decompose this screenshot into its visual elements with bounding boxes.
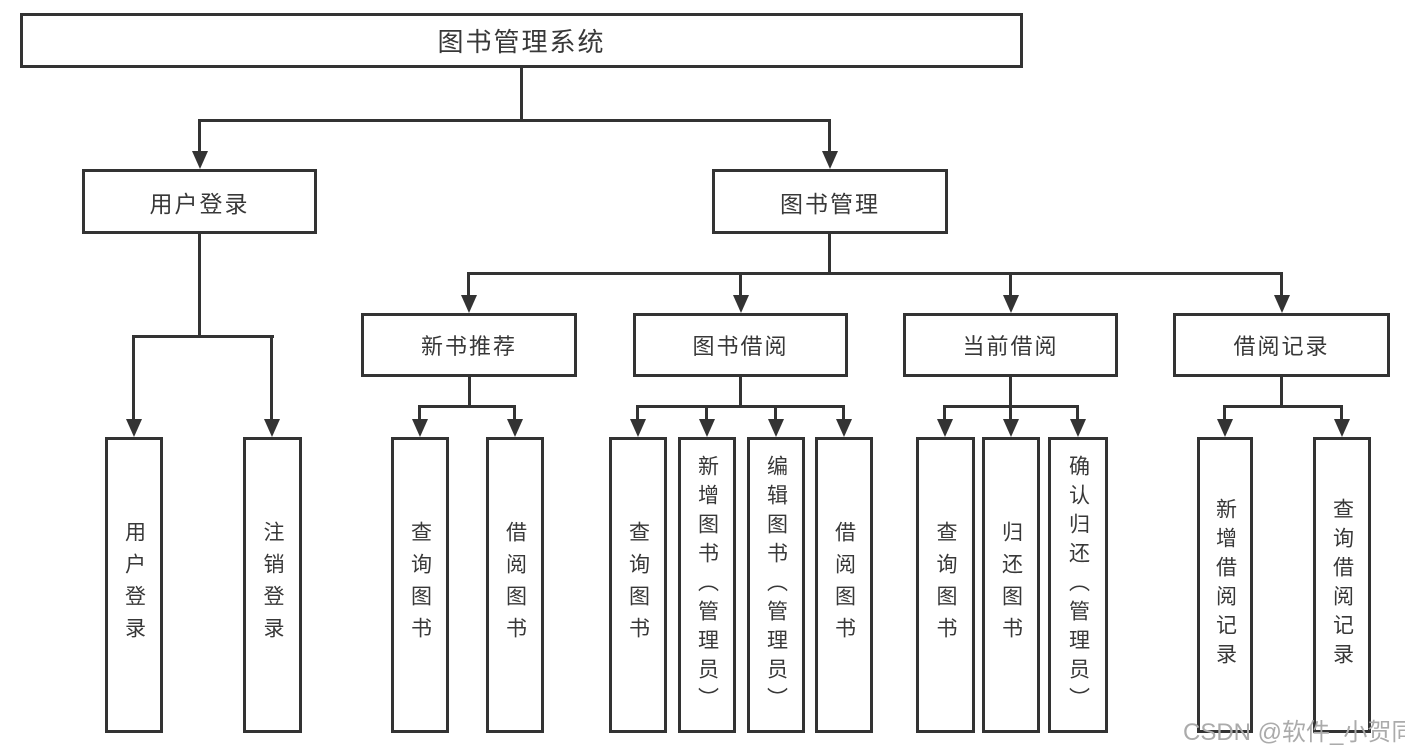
arrow-down-icon [836, 419, 852, 437]
connector-rail [133, 335, 274, 338]
connector-arrow-line [1076, 405, 1079, 420]
connector-arrow-line [418, 405, 421, 420]
arrow-down-icon [937, 419, 953, 437]
node-current-borrowing: 当前借阅 [903, 313, 1118, 377]
arrow-down-icon [699, 419, 715, 437]
arrow-down-icon [1274, 295, 1290, 313]
arrow-down-icon [461, 295, 477, 313]
connector-arrow-line [774, 405, 777, 420]
connector-arrow-line [636, 405, 639, 420]
connector-stem [1009, 377, 1012, 407]
node-leaf-br-add-record: 新增借阅记录 [1197, 437, 1253, 733]
connector-arrow-line [1280, 272, 1283, 297]
node-leaf-cb-confirm-return-admin: 确认归还（管理员） [1048, 437, 1108, 733]
connector-arrow-line [828, 119, 831, 152]
connector-arrow-line [1223, 405, 1226, 420]
node-leaf-br-query-record: 查询借阅记录 [1313, 437, 1371, 733]
node-leaf-cb-return-books: 归还图书 [982, 437, 1040, 733]
connector-arrow-line [513, 405, 516, 420]
connector-arrow-line [467, 272, 470, 297]
connector-stem [739, 377, 742, 407]
arrow-down-icon [264, 419, 280, 437]
connector-rail [1224, 405, 1343, 408]
csdn-watermark: CSDN @软件_小贺同学 [1183, 719, 1405, 746]
connector-rail [637, 405, 845, 408]
connector-rail [468, 272, 1283, 275]
connector-stem [198, 234, 201, 338]
node-borrowing-records: 借阅记录 [1173, 313, 1390, 377]
node-leaf-logout: 注销登录 [243, 437, 302, 733]
connector-arrow-line [842, 405, 845, 420]
node-book-borrowing: 图书借阅 [633, 313, 848, 377]
arrow-down-icon [192, 151, 208, 169]
arrow-down-icon [1217, 419, 1233, 437]
connector-arrow-line [705, 405, 708, 420]
arrow-down-icon [1003, 295, 1019, 313]
arrow-down-icon [822, 151, 838, 169]
node-library-system: 图书管理系统 [20, 13, 1023, 68]
arrow-down-icon [768, 419, 784, 437]
connector-arrow-line [132, 335, 135, 420]
arrow-down-icon [126, 419, 142, 437]
arrow-down-icon [1003, 419, 1019, 437]
arrow-down-icon [630, 419, 646, 437]
connector-rail [419, 405, 516, 408]
connector-arrow-line [270, 335, 273, 420]
node-leaf-bb-add-books-admin: 新增图书（管理员） [678, 437, 736, 733]
node-book-management: 图书管理 [712, 169, 948, 234]
node-leaf-nb-query-books: 查询图书 [391, 437, 449, 733]
node-leaf-bb-query-books: 查询图书 [609, 437, 667, 733]
connector-arrow-line [943, 405, 946, 420]
connector-stem [468, 377, 471, 407]
node-new-book-recommend: 新书推荐 [361, 313, 577, 377]
node-leaf-nb-borrow-books: 借阅图书 [486, 437, 544, 733]
node-user-login: 用户登录 [82, 169, 317, 234]
connector-arrow-line [1340, 405, 1343, 420]
node-leaf-bb-borrow-books: 借阅图书 [815, 437, 873, 733]
connector-arrow-line [1009, 405, 1012, 420]
node-leaf-cb-query-books: 查询图书 [916, 437, 975, 733]
connector-arrow-line [739, 272, 742, 297]
connector-arrow-line [1009, 272, 1012, 297]
arrow-down-icon [412, 419, 428, 437]
connector-arrow-line [198, 119, 201, 152]
connector-stem [828, 234, 831, 274]
arrow-down-icon [733, 295, 749, 313]
connector-stem [520, 68, 523, 121]
node-leaf-user-login: 用户登录 [105, 437, 163, 733]
connector-rail [198, 119, 831, 122]
connector-stem [1280, 377, 1283, 407]
arrow-down-icon [1334, 419, 1350, 437]
arrow-down-icon [507, 419, 523, 437]
node-leaf-bb-edit-books-admin: 编辑图书（管理员） [747, 437, 805, 733]
arrow-down-icon [1070, 419, 1086, 437]
